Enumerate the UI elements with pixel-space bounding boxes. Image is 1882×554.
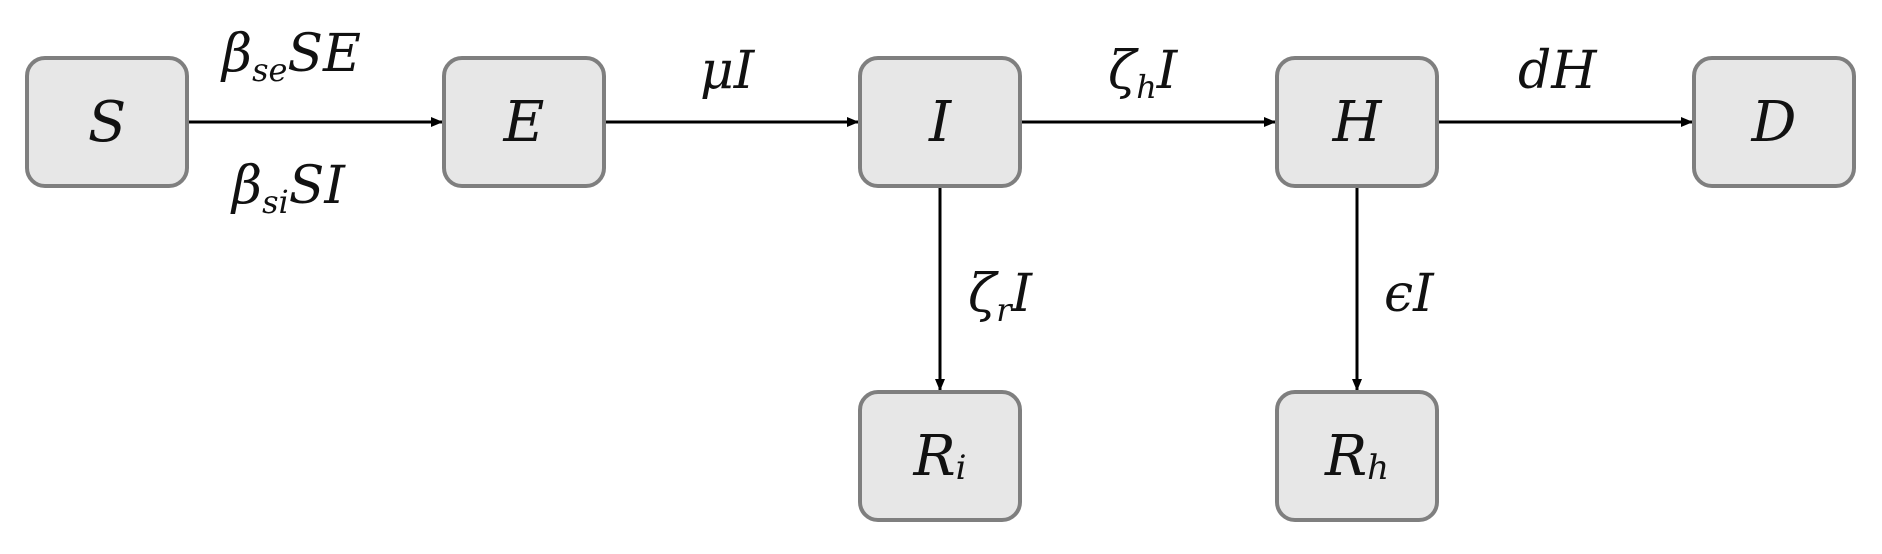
edge-i-ri-label: ζrI [968, 264, 1033, 329]
node-rh-label: R [1324, 423, 1368, 489]
node-d-label: D [1751, 89, 1797, 155]
node-s: S [25, 56, 189, 188]
node-i: I [858, 56, 1022, 188]
node-i-label: I [928, 89, 952, 155]
edge-h-rh-label: ϵI [1384, 264, 1434, 324]
edge-h-d-label: dH [1518, 41, 1597, 101]
edge-s-e-label-bottom: βsiSI [232, 156, 345, 221]
node-rh-sub: h [1367, 448, 1390, 488]
node-h-label: H [1332, 89, 1382, 155]
edge-e-i-label: μI [700, 41, 755, 101]
node-s-label: S [87, 89, 127, 155]
node-ri-label: R [913, 423, 956, 489]
node-ri-sub: i [955, 448, 967, 488]
node-d: D [1692, 56, 1856, 188]
node-e-label: E [503, 89, 545, 155]
edge-i-h-label: ζhI [1108, 41, 1178, 106]
node-h: H [1275, 56, 1439, 188]
node-e: E [442, 56, 606, 188]
edge-s-e-label-top: βseSE [222, 24, 362, 89]
